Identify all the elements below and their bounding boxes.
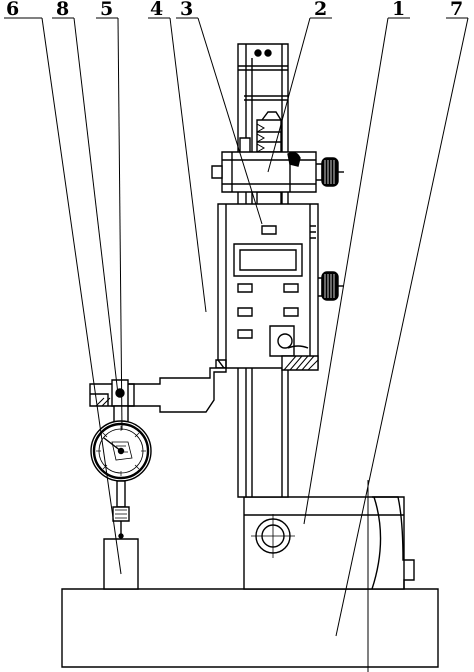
digital-readout-head <box>216 204 318 370</box>
part-label-8: 8 <box>56 0 70 20</box>
part-label-4: 4 <box>150 0 164 20</box>
lower-knob <box>318 272 344 300</box>
part-label-1: 1 <box>392 0 406 20</box>
part-label-3: 3 <box>180 0 194 20</box>
gauge-block <box>104 539 138 589</box>
upper-clamp <box>212 152 344 192</box>
column-base-block <box>244 497 414 589</box>
base-plate <box>62 589 438 667</box>
part-label-6: 6 <box>6 0 20 20</box>
part-label-2: 2 <box>314 0 328 20</box>
part-label-7: 7 <box>450 0 464 20</box>
leader-lines <box>4 18 468 636</box>
connecting-arm <box>90 368 226 412</box>
part-label-5: 5 <box>100 0 114 20</box>
